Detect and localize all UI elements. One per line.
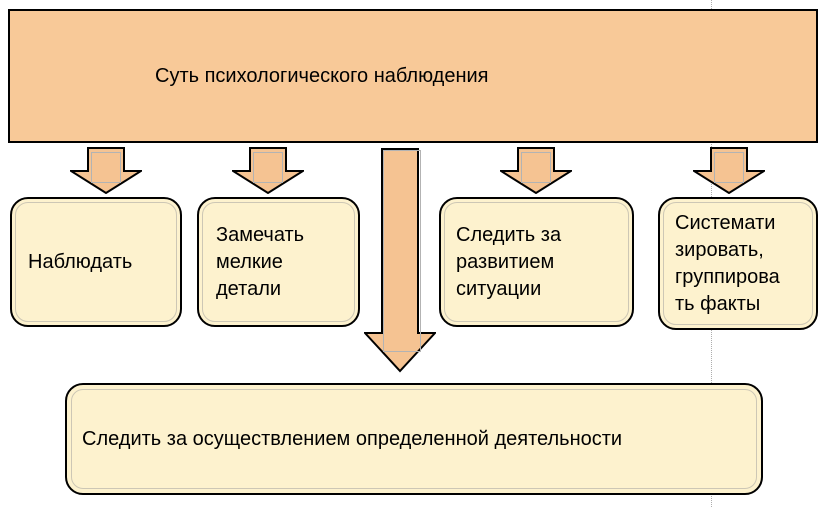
branch-card-systematize: Системати зировать, группирова ть факты	[658, 197, 818, 330]
branch-card-label: Следить за развитием ситуации	[456, 223, 562, 300]
branch-card-label: Наблюдать	[28, 250, 133, 273]
down-arrow-icon	[500, 147, 572, 194]
result-card: Следить за осуществлением определенной д…	[65, 383, 763, 495]
branch-card-observe: Наблюдать	[10, 197, 182, 327]
branch-card-label: Замечать мелкие детали	[216, 223, 305, 300]
down-arrow-icon	[70, 147, 142, 194]
down-arrow-icon	[232, 147, 304, 194]
result-card-label: Следить за осуществлением определенной д…	[82, 427, 623, 450]
header-box: Суть психологического наблюдения	[8, 9, 818, 143]
big-down-arrow-icon	[364, 148, 436, 373]
branch-card-follow-situation: Следить за развитием ситуации	[439, 197, 634, 327]
branch-card-label: Системати зировать, группирова ть факты	[675, 211, 780, 315]
down-arrow-icon	[693, 147, 765, 194]
branch-card-notice-details: Замечать мелкие детали	[197, 197, 360, 327]
header-label: Суть психологического наблюдения	[155, 65, 489, 87]
